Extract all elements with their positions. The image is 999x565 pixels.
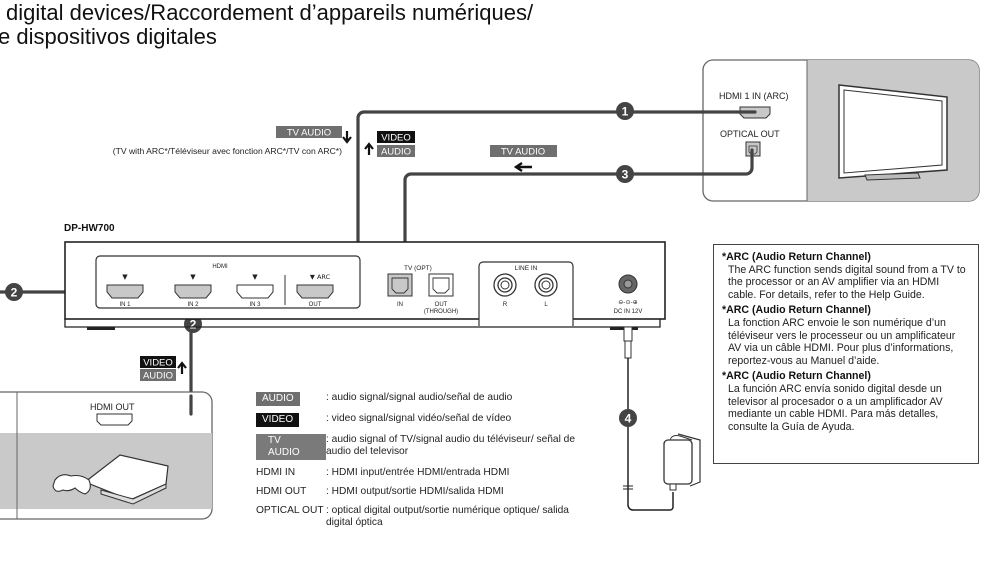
svg-text:3: 3 (622, 168, 629, 182)
svg-text:AUDIO: AUDIO (143, 371, 173, 382)
optical-in-port[interactable]: IN (387, 273, 413, 308)
svg-text:AUDIO: AUDIO (381, 147, 411, 158)
legend-term: HDMI IN (256, 467, 296, 478)
legend-description: : HDMI input/entrée HDMI/entrada HDMI (326, 467, 510, 478)
step-1-marker: 1 (616, 102, 634, 120)
arrow-left-icon (513, 162, 532, 172)
svg-text:IN: IN (397, 302, 403, 308)
svg-text:IN 2: IN 2 (187, 302, 199, 308)
tv-panel: HDMI 1 IN (ARC) OPTICAL OUT (702, 59, 980, 202)
optical-out-through-port[interactable]: OUT (THROUGH) (424, 273, 458, 315)
dc-in-jack[interactable]: ⊖-⊙-⊕ DC IN 12V (614, 274, 643, 315)
audio-badge-top: AUDIO (377, 145, 415, 158)
arrow-up-icon (364, 142, 374, 155)
video-badge-top: VIDEO (377, 131, 415, 144)
legend-description: : optical digital output/sortie numériqu… (326, 505, 569, 528)
svg-text:1: 1 (622, 105, 629, 119)
arc-note: *ARC (Audio Return Channel)La función AR… (722, 370, 970, 433)
tv-hdmi-label: HDMI 1 IN (ARC) (719, 91, 789, 101)
svg-text:IN 1: IN 1 (119, 302, 131, 308)
line-in-label: LINE IN (515, 265, 538, 272)
line-in-r-jack[interactable]: R (493, 273, 517, 308)
svg-text:2: 2 (190, 318, 197, 332)
svg-text:DC IN 12V: DC IN 12V (614, 309, 643, 315)
title-line-2: e dispositivos digitales (0, 24, 217, 49)
svg-text:OUT: OUT (309, 302, 322, 308)
svg-text:R: R (503, 302, 508, 308)
svg-text:2: 2 (11, 286, 18, 300)
legend-description: : audio signal/signal audio/señal de aud… (326, 392, 513, 403)
legend-description: : video signal/signal vidéo/señal de víd… (326, 413, 512, 424)
arc-caption: (TV with ARC*/Téléviseur avec fonction A… (113, 146, 342, 156)
game-console-panel: HDMI OUT (0, 391, 213, 520)
legend-row: TV AUDIO: audio signal of TV/signal audi… (256, 434, 586, 460)
svg-text:IN 3: IN 3 (249, 302, 261, 308)
arc-note-body: The ARC function sends digital sound fro… (728, 263, 966, 301)
title-line-1: digital devices/Raccordement d’appareils… (6, 0, 534, 25)
tv-opt-label: TV (OPT) (404, 265, 432, 272)
svg-text:TV AUDIO: TV AUDIO (501, 147, 545, 158)
svg-text:▼: ▼ (190, 273, 196, 281)
step-4-marker: 4 (619, 409, 637, 427)
ac-adapter-icon (663, 433, 701, 491)
legend-badge: AUDIO (256, 392, 300, 406)
hdmi-in1-port[interactable]: ▼ IN 1 (106, 273, 144, 308)
line-in-l-jack[interactable]: L (534, 273, 558, 308)
legend-description: : audio signal of TV/signal audio du tél… (326, 434, 576, 457)
hdmi-group-label: HDMI (212, 264, 228, 270)
svg-text:(THROUGH): (THROUGH) (424, 309, 458, 315)
svg-text:▼: ▼ (122, 273, 128, 281)
video-badge-bottom: VIDEO (140, 356, 176, 369)
svg-text:VIDEO: VIDEO (381, 133, 411, 144)
tv-audio-badge-top: TV AUDIO (276, 126, 342, 139)
arc-note: *ARC (Audio Return Channel)The ARC funct… (722, 251, 970, 301)
legend-description: : HDMI output/sortie HDMI/salida HDMI (326, 486, 504, 497)
arc-notes-box: *ARC (Audio Return Channel)The ARC funct… (713, 244, 979, 464)
svg-text:TV AUDIO: TV AUDIO (287, 128, 331, 139)
arc-note-heading: *ARC (Audio Return Channel) (722, 370, 871, 383)
legend-badge: VIDEO (256, 413, 300, 427)
arc-note-body: La fonction ARC envoie le son numérique … (728, 316, 956, 367)
legend-badge: TV AUDIO (256, 434, 326, 460)
legend-row: VIDEO : video signal/signal vidéo/señal d… (256, 413, 586, 427)
arrow-down-icon (342, 131, 352, 144)
legend: AUDIO : audio signal/signal audio/señal d… (256, 392, 586, 536)
arc-note-heading: *ARC (Audio Return Channel) (722, 304, 871, 317)
svg-text:▼: ▼ (252, 273, 258, 281)
hdmi-out-arc-port[interactable]: ▼ ARC OUT (296, 273, 334, 308)
svg-text:VIDEO: VIDEO (143, 358, 173, 369)
legend-term: OPTICAL OUT (256, 505, 324, 516)
svg-text:L: L (544, 302, 548, 308)
arc-note-heading: *ARC (Audio Return Channel) (722, 251, 871, 263)
player-hdmi-out-label: HDMI OUT (90, 402, 135, 412)
tv-icon (838, 84, 948, 181)
legend-row: AUDIO : audio signal/signal audio/señal d… (256, 392, 586, 406)
legend-row: HDMI OUT : HDMI output/sortie HDMI/salida… (256, 486, 586, 498)
legend-row: OPTICAL OUT: optical digital output/sort… (256, 505, 586, 529)
svg-text:⊖-⊙-⊕: ⊖-⊙-⊕ (618, 299, 637, 306)
svg-text:4: 4 (625, 412, 632, 426)
tv-audio-badge-mid: TV AUDIO (490, 145, 557, 158)
step-3-marker: 3 (616, 165, 634, 183)
device-model: DP-HW700 (64, 223, 115, 234)
hdmi-in3-port[interactable]: ▼ IN 3 (236, 273, 274, 308)
player-hdmi-out-port[interactable] (96, 413, 133, 426)
arc-note-body: La función ARC envía sonido digital desd… (728, 382, 943, 433)
svg-text:OUT: OUT (435, 302, 448, 308)
step-2-marker-left: 2 (5, 283, 23, 301)
game-console-icon (52, 454, 169, 505)
tv-optical-label: OPTICAL OUT (720, 129, 780, 139)
svg-text:▼ ARC: ▼ ARC (310, 273, 331, 281)
hdmi-in2-port[interactable]: ▼ IN 2 (174, 273, 212, 308)
arc-note: *ARC (Audio Return Channel)La fonction A… (722, 304, 970, 367)
audio-badge-bottom: AUDIO (140, 369, 176, 382)
cable-3-optical (403, 148, 754, 289)
legend-term: HDMI OUT (256, 486, 307, 497)
legend-row: HDMI IN : HDMI input/entrée HDMI/entrada … (256, 467, 586, 479)
power-cable (623, 326, 674, 511)
arrow-up-icon (177, 361, 187, 374)
device-body: HDMI ▼ IN 1 ▼ IN 2 ▼ IN 3 ▼ ARC OUT TV (… (64, 241, 666, 330)
